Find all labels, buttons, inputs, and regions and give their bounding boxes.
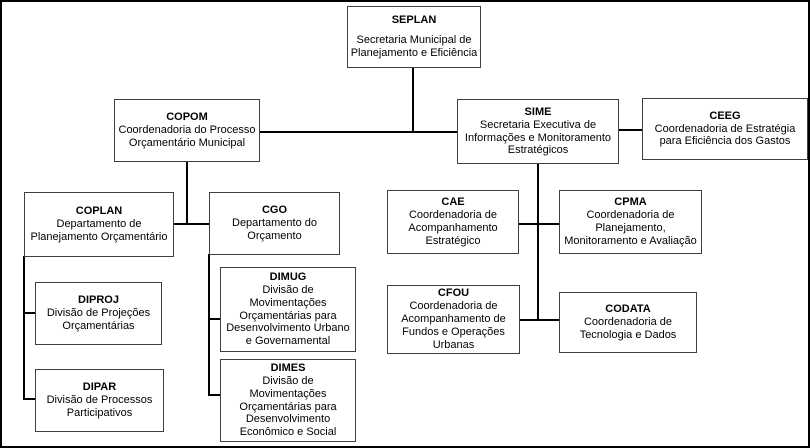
- node-label: Departamento de Planejamento Orçamentári…: [30, 218, 168, 243]
- node-acronym: CODATA: [605, 303, 651, 316]
- connector-coplan-cgo: [173, 223, 210, 225]
- node-label: Coordenadoria de Acompanhamento de Fundo…: [401, 300, 506, 351]
- connector-sime-down: [537, 163, 539, 321]
- node-acronym: CEEG: [709, 109, 741, 122]
- org-node-codata: CODATA Coordenadoria de Tecnologia e Dad…: [559, 292, 697, 353]
- connector-cfou-codata: [519, 319, 560, 321]
- connector-cgo-down: [208, 254, 210, 396]
- node-acronym: DIPROJ: [78, 294, 119, 307]
- connector-sime-ceeg: [618, 129, 643, 131]
- node-acronym: CGO: [261, 204, 288, 217]
- connector-copom-sime: [259, 131, 458, 133]
- org-node-dimes: DIMES Divisão de Movimentações Orçamentá…: [220, 359, 356, 442]
- org-node-sime: SIME Secretaria Executiva de Informações…: [457, 99, 619, 164]
- node-acronym: COPLAN: [75, 205, 123, 218]
- node-label: Coordenadoria de Planejamento, Monitoram…: [564, 209, 697, 247]
- node-label: Divisão de Projeções Orçamentárias: [46, 307, 151, 332]
- org-node-cfou: CFOU Coordenadoria de Acompanhamento de …: [387, 285, 520, 354]
- org-node-dipar: DIPAR Divisão de Processos Participativo…: [35, 369, 164, 432]
- node-label: Coordenadoria de Acompanhamento Estratég…: [408, 209, 498, 247]
- org-node-seplan: SEPLAN Secretaria Municipal de Planejame…: [347, 6, 481, 68]
- org-node-diproj: DIPROJ Divisão de Projeções Orçamentária…: [35, 282, 162, 345]
- org-node-ceeg: CEEG Coordenadoria de Estratégia para Ef…: [642, 98, 808, 160]
- org-node-coplan: COPLAN Departamento de Planejamento Orça…: [24, 192, 174, 257]
- org-node-cpma: CPMA Coordenadoria de Planejamento, Moni…: [559, 190, 702, 254]
- node-label: Divisão de Movimentações Orçamentárias p…: [226, 283, 350, 348]
- node-label: Coordenadoria do Processo Orçamentário M…: [118, 124, 256, 149]
- node-label: Coordenadoria de Tecnologia e Dados: [579, 316, 677, 341]
- connector-dimug-stub: [208, 318, 221, 320]
- node-acronym: COPOM: [166, 111, 208, 124]
- node-label: Departamento do Orçamento: [232, 217, 317, 242]
- connector-diproj-stub: [23, 312, 36, 314]
- org-node-cae: CAE Coordenadoria de Acompanhamento Estr…: [387, 190, 519, 254]
- connector-copom-down: [186, 161, 188, 225]
- connector-dipar-stub: [23, 398, 36, 400]
- node-label: Secretaria Executiva de Informações e Mo…: [464, 118, 612, 157]
- node-label: Divisão de Movimentações Orçamentárias p…: [239, 374, 337, 439]
- connector-cae-cpma: [518, 223, 560, 225]
- node-acronym: SIME: [524, 105, 552, 118]
- node-acronym: CPMA: [614, 196, 647, 209]
- connector-seplan-down: [412, 68, 414, 133]
- node-acronym: CAE: [441, 196, 465, 209]
- node-label: Divisão de Processos Participativos: [46, 394, 153, 419]
- node-acronym: DIPAR: [82, 381, 117, 394]
- node-label: Coordenadoria de Estratégia para Eficiên…: [654, 122, 796, 148]
- node-acronym: SEPLAN: [391, 14, 437, 27]
- org-node-dimug: DIMUG Divisão de Movimentações Orçamentá…: [220, 267, 356, 352]
- org-node-cgo: CGO Departamento do Orçamento: [209, 192, 340, 255]
- connector-coplan-down: [23, 256, 25, 400]
- node-acronym: DIMUG: [269, 270, 307, 283]
- node-acronym: DIMES: [270, 361, 306, 374]
- node-acronym: CFOU: [437, 287, 470, 300]
- connector-dimes-stub: [208, 394, 221, 396]
- org-node-copom: COPOM Coordenadoria do Processo Orçament…: [114, 99, 260, 162]
- node-label: Secretaria Municipal de Planejamento e E…: [350, 34, 478, 59]
